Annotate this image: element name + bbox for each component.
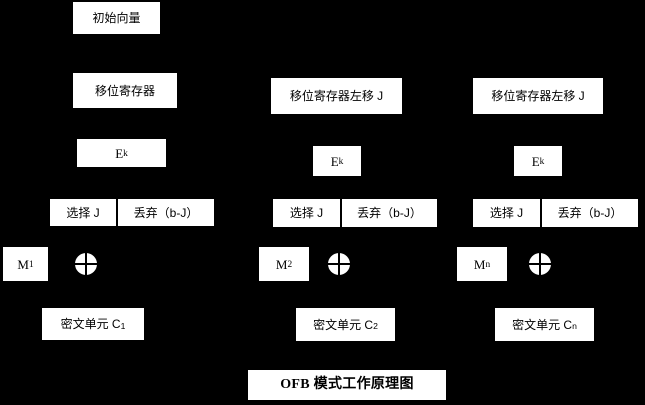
xor-vertical-bar-3 <box>539 251 541 277</box>
discard-label-2: 丢弃（b-J） <box>357 206 422 220</box>
discard-label-1: 丢弃（b-J） <box>133 205 199 220</box>
ciphertext-unit-label-base-1: 密文单元 C <box>60 317 121 331</box>
ciphertext-unit-label-sub-2: 2 <box>373 321 378 332</box>
initial-vector-box: 初始向量 <box>73 2 160 34</box>
encrypt-label-sub-1: k <box>123 149 128 160</box>
shift-register-label-1: 移位寄存器 <box>94 83 155 98</box>
shift-register-label-2: 移位寄存器左移 J <box>289 89 384 103</box>
shift-register-label-3: 移位寄存器左移 J <box>491 89 585 103</box>
discard-box-1: 丢弃（b-J） <box>118 199 214 226</box>
encrypt-label-base-3: E <box>531 153 540 169</box>
diagram-title-box: OFB 模式工作原理图 <box>248 370 446 400</box>
message-label-sub-1: 1 <box>28 260 34 271</box>
xor-operator-3 <box>527 251 553 277</box>
message-label-sub-3: n <box>485 260 491 271</box>
xor-vertical-bar-1 <box>85 251 87 277</box>
discard-box-2: 丢弃（b-J） <box>342 199 437 227</box>
ciphertext-unit-label-base-2: 密文单元 C <box>313 317 374 332</box>
discard-box-3: 丢弃（b-J） <box>542 199 638 227</box>
xor-operator-2 <box>326 251 352 277</box>
select-label-3: 选择 J <box>489 206 524 220</box>
ciphertext-unit-label-sub-1: 1 <box>120 320 126 331</box>
encrypt-label-base-1: E <box>115 145 124 161</box>
message-label-base-2: M <box>275 256 288 272</box>
encrypt-label-base-2: E <box>330 153 339 169</box>
shift-register-box-2: 移位寄存器左移 J <box>271 78 402 114</box>
encrypt-label-sub-3: k <box>539 157 545 168</box>
ciphertext-unit-label-sub-3: n <box>572 321 577 332</box>
ciphertext-unit-label-base-3: 密文单元 C <box>512 317 573 332</box>
shift-register-box-3: 移位寄存器左移 J <box>473 78 603 114</box>
message-label-sub-2: 2 <box>287 260 293 271</box>
shift-register-box-1: 移位寄存器 <box>73 73 177 108</box>
xor-vertical-bar-2 <box>338 251 340 277</box>
diagram-title-label: OFB 模式工作原理图 <box>280 377 414 392</box>
select-box-3: 选择 J <box>473 199 540 227</box>
select-label-1: 选择 J <box>66 205 100 220</box>
message-label-base-1: M <box>17 256 29 272</box>
encrypt-label-sub-2: k <box>338 157 344 168</box>
select-box-1: 选择 J <box>50 199 116 226</box>
initial-vector-label: 初始向量 <box>92 11 141 25</box>
message-label-base-3: M <box>473 256 486 272</box>
discard-label-3: 丢弃（b-J） <box>557 206 623 220</box>
select-box-2: 选择 J <box>273 199 340 227</box>
select-label-2: 选择 J <box>289 206 324 220</box>
xor-operator-1 <box>73 251 99 277</box>
